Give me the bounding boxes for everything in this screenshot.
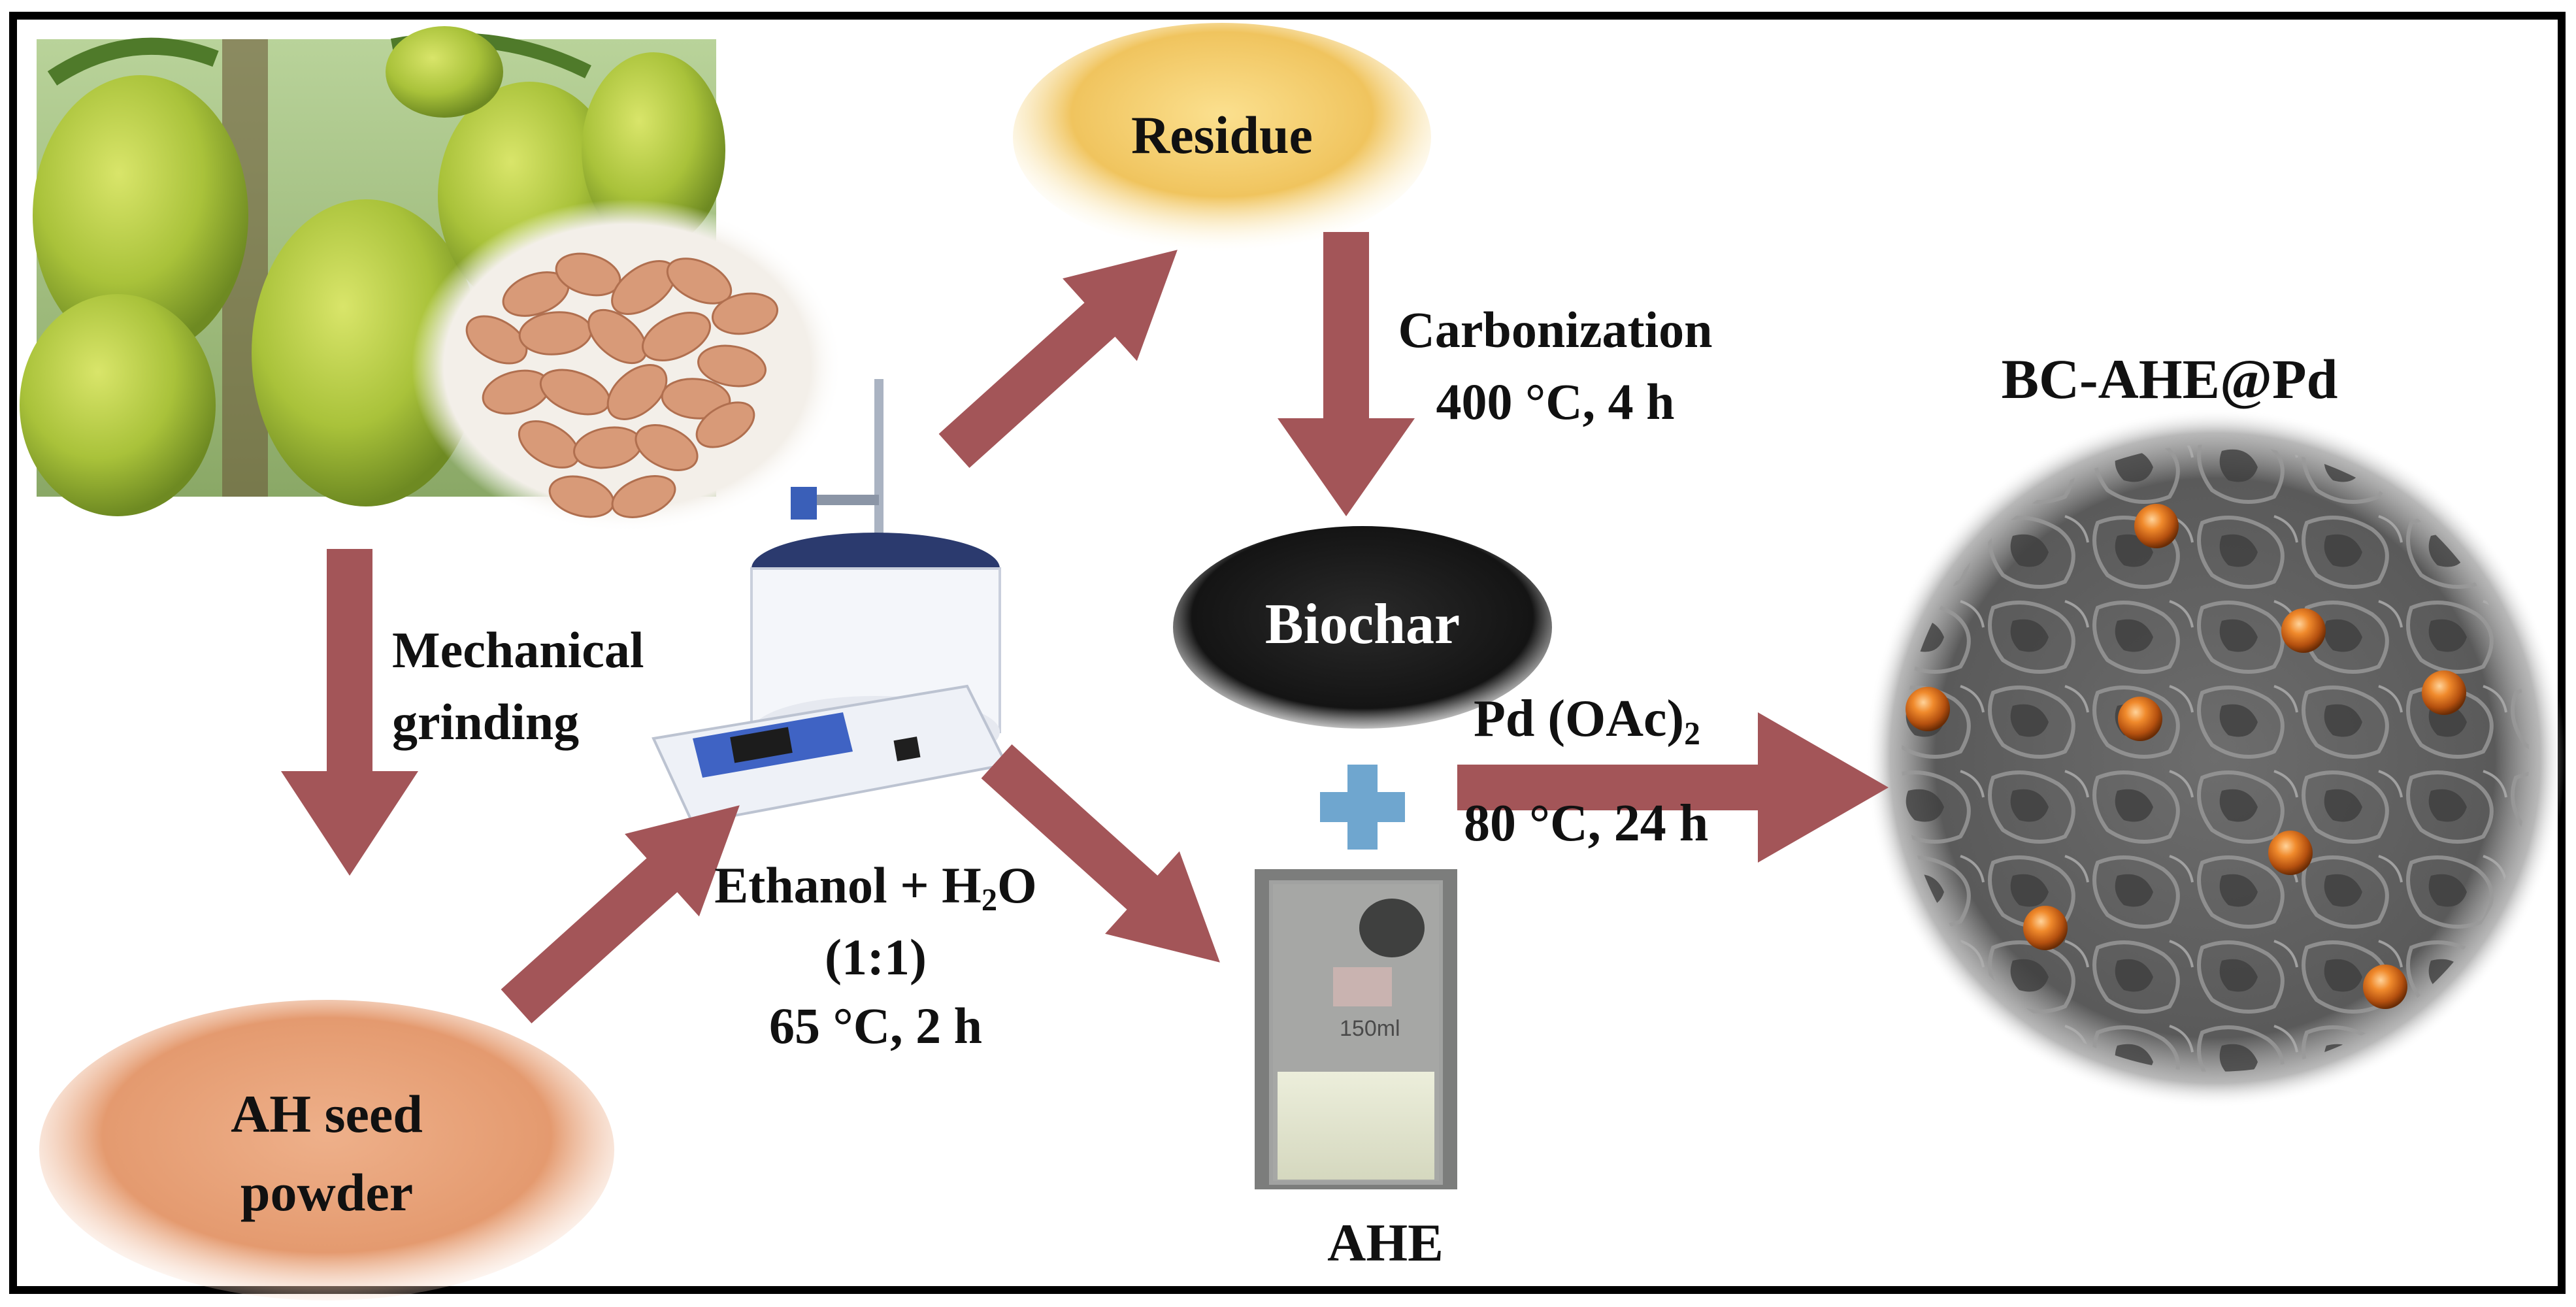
product-title: BC-AHE@Pd — [2001, 348, 2338, 410]
seed-powder-label: AH seed powder — [131, 1075, 523, 1232]
carbonization-line1: Carbonization — [1398, 301, 1713, 358]
arrow-grinding — [281, 549, 418, 876]
seed-powder-line2: powder — [240, 1163, 414, 1222]
jackfruit-photo — [20, 26, 725, 516]
arrow-carbonization — [1278, 232, 1415, 516]
beaker-mark: 150ml — [1340, 1016, 1400, 1041]
ethanol-water-label: Ethanol + H2O — [667, 856, 1085, 918]
biochar-label: Biochar — [1264, 593, 1461, 656]
residue-powder — [1013, 23, 1431, 252]
residue-label: Residue — [1131, 105, 1313, 165]
carbonization-line2: 400 °C, 4 h — [1436, 373, 1675, 430]
carbonization-label: Carbonization 400 °C, 4 h — [1353, 294, 1758, 438]
extract-label: AHE — [1327, 1213, 1444, 1272]
ethanol-subscript: 2 — [981, 883, 998, 918]
arrow-to-residue — [938, 250, 1178, 469]
seed-powder-line1: AH seed — [231, 1084, 423, 1144]
pd-reagent-label: Pd (OAc)2 — [1474, 689, 1700, 752]
process-arrows — [281, 232, 1889, 1024]
mechanical-line1: Mechanical — [392, 621, 644, 678]
plus-icon — [1320, 765, 1405, 850]
ratio-label: (1:1) — [825, 929, 927, 985]
pd-reagent-subscript: 2 — [1684, 715, 1700, 752]
mechanical-grinding-label: Mechanical grinding — [392, 614, 644, 758]
sem-micrograph — [1866, 408, 2565, 1108]
ethanol-prefix: Ethanol + H — [714, 857, 982, 914]
arrow-to-stirrer — [501, 805, 740, 1024]
ethanol-suffix: O — [997, 857, 1037, 914]
arrow-to-extract — [981, 744, 1220, 963]
seeds-photo — [412, 199, 843, 533]
biochar-powder — [1173, 526, 1552, 729]
arrow-to-product — [1457, 712, 1889, 863]
pd-nanoparticles — [1906, 504, 2466, 1009]
pd-reagent-text: Pd (OAc) — [1474, 690, 1685, 748]
seed-powder — [39, 1000, 614, 1300]
beaker-photo — [1255, 869, 1457, 1189]
extraction-conditions-label: 65 °C, 2 h — [769, 997, 982, 1054]
mechanical-line2: grinding — [392, 693, 580, 750]
pd-conditions-label: 80 °C, 24 h — [1464, 795, 1709, 852]
